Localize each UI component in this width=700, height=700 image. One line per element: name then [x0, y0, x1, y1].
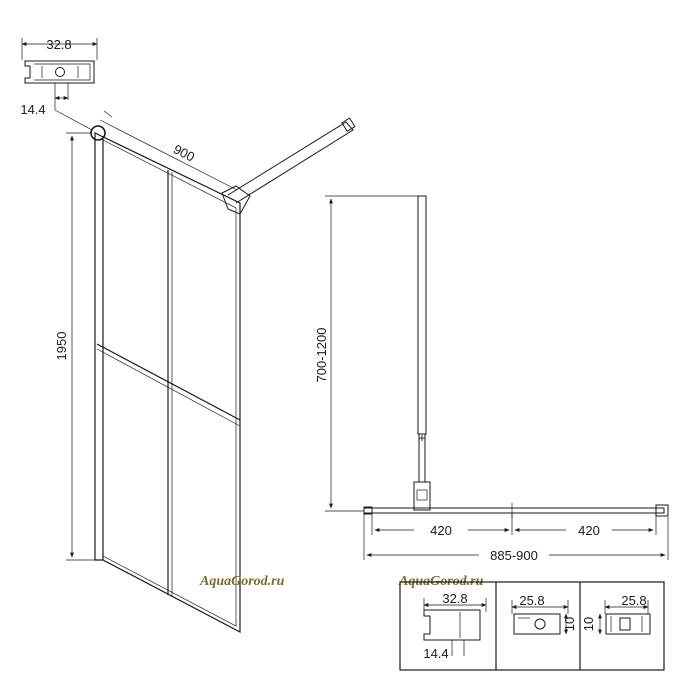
detail3-width-label: 25.8	[621, 593, 646, 608]
stabilizer-bar	[227, 121, 354, 204]
plan-end-profile-right	[655, 504, 669, 517]
profile-detail-top: 32.8 14.4	[20, 37, 98, 131]
horizontal-mullion	[96, 343, 241, 421]
profile-callout-leader	[54, 109, 93, 131]
plan-wall-profile-left	[363, 506, 373, 515]
plan-stabilizer-bar	[417, 195, 427, 435]
detail3-height-label: 10	[581, 617, 596, 631]
panel-width-dimension-line	[99, 119, 238, 191]
panel-width-tick-left	[103, 110, 113, 118]
plan-bar-length-label: 700-1200	[314, 328, 329, 383]
stabilizer-end-cap	[341, 117, 356, 133]
detail2-height-label: 10	[562, 617, 577, 631]
plan-glass-panel	[363, 507, 665, 514]
panel-width-label: 900	[171, 141, 197, 164]
detail-box-frame	[399, 581, 665, 671]
plan-left-segment-label: 420	[430, 523, 452, 538]
profile-depth-label: 14.4	[20, 102, 45, 117]
detail-boxes: 32.8 14.4 25.8 10 25.8	[399, 581, 665, 671]
detail2-width-label: 25.8	[519, 593, 544, 608]
detail2-profile-outline	[513, 613, 561, 635]
detail1-profile-outline	[423, 609, 481, 641]
watermark-left: AquaGorod.ru	[199, 574, 285, 589]
profile-screw-circle	[55, 67, 65, 77]
plan-clamp-inner	[416, 489, 428, 501]
plan-right-segment-label: 420	[578, 523, 600, 538]
panel-height-label: 1950	[54, 332, 69, 361]
stabilizer-glass-clamp	[221, 185, 251, 215]
glass-panel-outline	[94, 132, 241, 633]
front-view: 900 1950	[54, 110, 356, 633]
plan-clamp-body	[413, 481, 431, 511]
profile-shape-outline	[24, 60, 95, 84]
plan-view: + 700-1200 420 420 885-900	[314, 195, 669, 563]
detail3-inner-slot	[619, 617, 631, 631]
detail-1: 32.8 14.4	[423, 591, 487, 661]
detail1-width-label: 32.8	[442, 591, 467, 606]
detail2-screw-circle	[534, 618, 546, 630]
horizontal-mullion-edge	[96, 348, 241, 427]
plan-overall-width-label: 885-900	[490, 548, 538, 563]
profile-width-label: 32.8	[46, 37, 71, 52]
detail1-depth-label: 14.4	[423, 646, 448, 661]
profile-shape-inner	[34, 63, 91, 81]
plan-rod-plus-mark: +	[418, 431, 425, 445]
detail3-profile-outline	[605, 613, 651, 635]
detail-3: 25.8 10	[581, 593, 651, 635]
detail-2: 25.8 10	[511, 593, 577, 635]
